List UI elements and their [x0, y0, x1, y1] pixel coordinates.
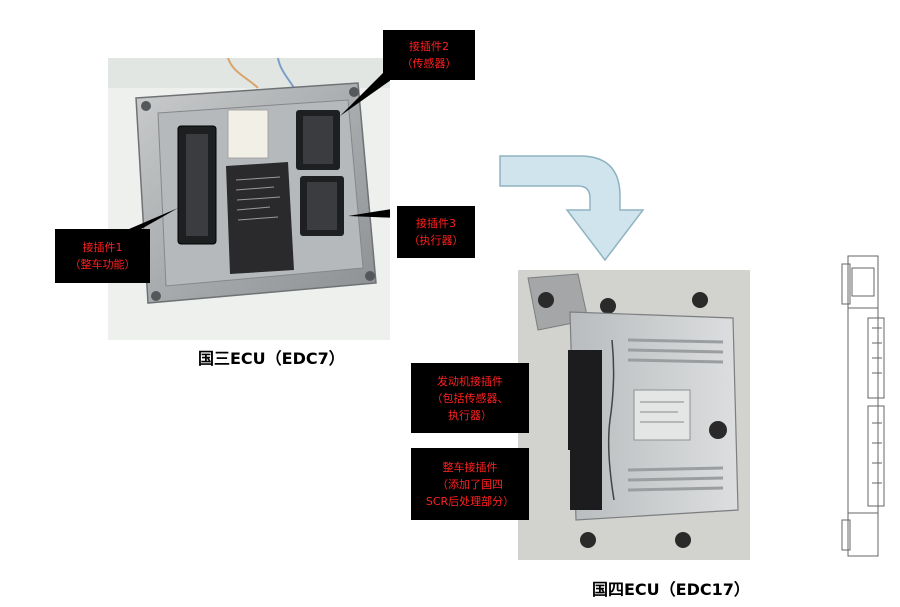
curved-arrow-icon	[499, 155, 645, 262]
ecu-side-view-drawing	[841, 255, 885, 557]
callout-engine-connector: 发动机接插件 （包括传感器、 执行器）	[411, 363, 529, 433]
callout-vehicle-connector-line2: （添加了国四	[437, 477, 503, 491]
callout-connector-2-line2: （传感器）	[401, 57, 457, 70]
edc7-ecu-photo	[108, 58, 390, 340]
callout-engine-connector-line1: 发动机接插件	[437, 374, 503, 388]
callout-engine-connector-line2: （包括传感器、	[431, 391, 509, 405]
edc7-caption: 国三ECU（EDC7）	[198, 349, 345, 368]
edc17-caption: 国四ECU（EDC17）	[592, 580, 750, 599]
edc17-ecu-illustration	[518, 270, 750, 560]
callout-connector-3: 接插件3 （执行器）	[397, 206, 475, 258]
callout-vehicle-connector-line1: 整车接插件	[442, 460, 498, 474]
callout-connector-1-line2: （整车功能）	[69, 258, 136, 271]
callout-connector-3-line2: （执行器）	[408, 234, 464, 247]
callout-vehicle-connector: 整车接插件 （添加了国四 SCR后处理部分）	[411, 448, 529, 520]
callout-engine-connector-line3: 执行器）	[448, 408, 492, 422]
callout-connector-1-line1: 接插件1	[82, 241, 123, 254]
callout-connector-3-line1: 接插件3	[416, 217, 456, 230]
edc17-ecu-photo	[518, 270, 750, 560]
callout-connector-1: 接插件1 （整车功能）	[55, 229, 150, 283]
edc7-ecu-illustration	[108, 58, 390, 340]
callout-connector-2-line1: 接插件2	[409, 40, 449, 53]
callout-connector-2: 接插件2 （传感器）	[383, 30, 475, 80]
callout-vehicle-connector-line3: SCR后处理部分）	[425, 494, 515, 508]
